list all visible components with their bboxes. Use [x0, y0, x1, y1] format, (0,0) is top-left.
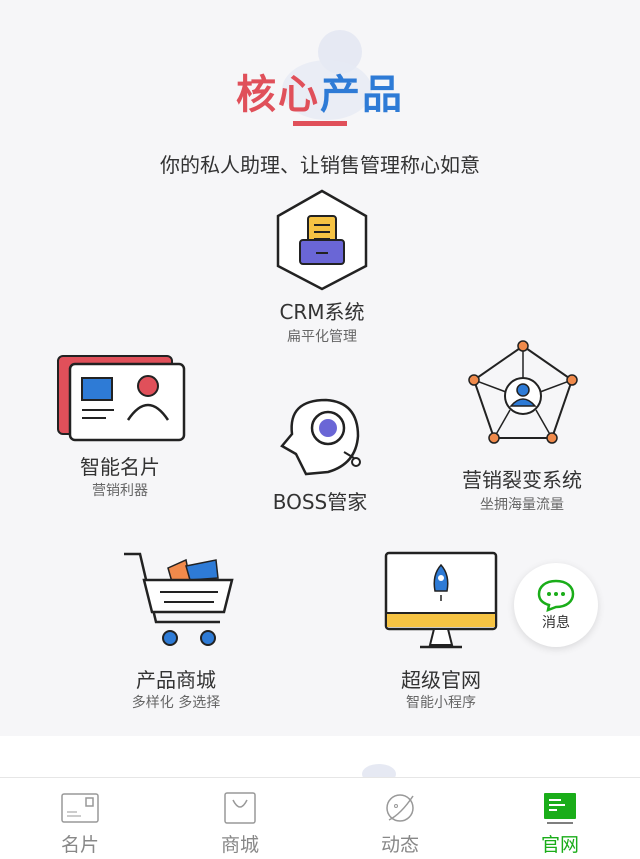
- product-desc: 营销利器: [92, 483, 148, 499]
- mall-product[interactable]: [120, 550, 236, 654]
- subtitle: 你的私人助理、让销售管理称心如意: [160, 153, 480, 177]
- inbox-document-icon: [276, 189, 368, 291]
- network-product[interactable]: [466, 338, 580, 450]
- product-name: 营销裂变系统: [462, 468, 582, 492]
- tab-label: 动态: [380, 834, 419, 856]
- tab-mall[interactable]: 商城: [160, 778, 320, 859]
- planet-icon: [386, 794, 414, 822]
- tab-feed[interactable]: 动态: [320, 778, 480, 859]
- chat-bubble-icon: [537, 579, 575, 612]
- tab-website[interactable]: 官网: [480, 778, 640, 859]
- business-card-icon: [57, 355, 186, 442]
- product-desc: 多样化 多选择: [131, 695, 221, 711]
- boss-product[interactable]: [276, 394, 366, 484]
- tab-label: 商城: [220, 834, 259, 856]
- product-desc: 坐拥海量流量: [480, 497, 564, 513]
- product-name: CRM系统: [279, 300, 365, 324]
- page-title: 核心产品: [236, 62, 404, 120]
- title-blue: 产品: [320, 72, 404, 118]
- title-underline: [293, 121, 347, 126]
- title-red: 核心: [236, 72, 320, 118]
- robot-head-icon: [280, 398, 361, 476]
- product-name: 产品商城: [136, 668, 216, 692]
- product-name: 超级官网: [401, 668, 481, 692]
- tab-label: 官网: [540, 834, 579, 856]
- decor-blob: [282, 60, 372, 120]
- crm-product[interactable]: [274, 188, 370, 296]
- bottom-tab-bar: 名片 商城 动态 官网: [0, 777, 640, 859]
- product-desc: 扁平化管理: [287, 329, 357, 345]
- tab-label: 名片: [60, 834, 99, 856]
- product-name: BOSS管家: [272, 490, 368, 514]
- network-users-icon: [468, 340, 578, 444]
- monitor-rocket-icon: [384, 551, 498, 649]
- shopping-cart-icon: [124, 552, 234, 646]
- message-label: 消息: [542, 615, 570, 631]
- website-product[interactable]: [384, 551, 498, 655]
- product-name: 智能名片: [80, 455, 160, 479]
- card-icon: [61, 793, 99, 823]
- content-bottom: [0, 736, 640, 777]
- shopping-bag-icon: [224, 792, 256, 824]
- card-product[interactable]: [56, 354, 188, 448]
- message-button[interactable]: 消息: [514, 563, 598, 647]
- tab-card[interactable]: 名片: [0, 778, 160, 859]
- product-desc: 智能小程序: [406, 695, 476, 711]
- website-icon: [544, 793, 576, 824]
